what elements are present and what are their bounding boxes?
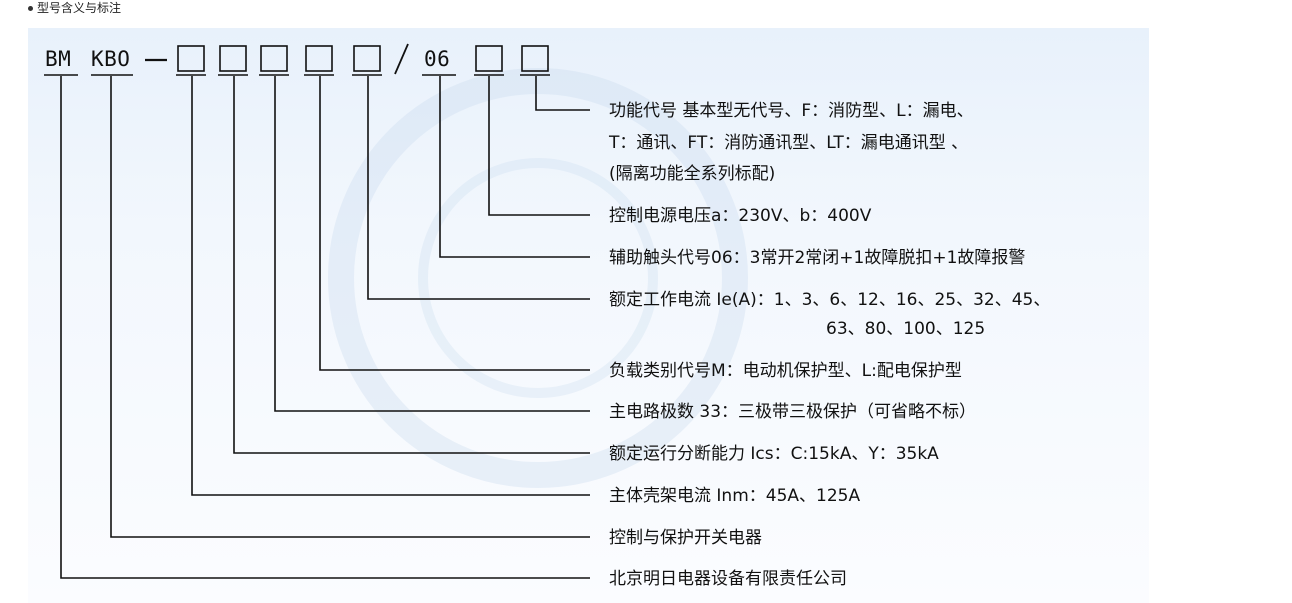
desc-load: 负载类别代号M：电动机保护型、L:配电保护型: [609, 361, 962, 381]
leader-frame: [191, 76, 590, 496]
desc-function-line3: (隔离功能全系列标配): [609, 164, 776, 184]
code-prefix-bm: BM: [45, 47, 72, 71]
watermark-ring-inner: [418, 158, 658, 398]
desc-device: 控制与保护开关电器: [609, 528, 762, 548]
leader-load: [319, 76, 590, 371]
bullet-icon: [28, 5, 33, 11]
leader-current: [367, 76, 590, 300]
code-prefix-kbo: KBO: [91, 47, 131, 71]
desc-poles: 主电路极数 33：三极带三极保护（可省略不标）: [609, 402, 977, 422]
section-title-text: 型号含义与标注: [37, 1, 122, 15]
desc-company: 北京明日电器设备有限责任公司: [609, 569, 847, 589]
desc-voltage: 控制电源电压a：230V、b：400V: [609, 206, 872, 226]
code-box-4: [305, 45, 333, 72]
leader-aux: [439, 76, 590, 258]
section-title: 型号含义与标注: [28, 0, 121, 16]
leader-function: [535, 76, 590, 111]
code-contacts: 06: [424, 47, 451, 71]
code-box-5: [353, 45, 381, 72]
code-box-7: [521, 45, 549, 72]
leader-device: [110, 76, 590, 538]
desc-function-line2: T：通讯、FT：消防通讯型、LT：漏电通讯型 、: [609, 133, 969, 153]
desc-current-line1: 额定工作电流 Ie(A)：1、3、6、12、16、25、32、45、: [609, 290, 1051, 310]
desc-aux: 辅助触头代号06：3常开2常闭+1故障脱扣+1故障报警: [609, 248, 1026, 268]
slash-mark: [394, 43, 409, 75]
desc-breaking: 额定运行分断能力 Ics：C:15kA、Y：35kA: [609, 444, 939, 464]
code-box-6: [475, 45, 503, 72]
desc-function-line1: 功能代号 基本型无代号、F：消防型、L：漏电、: [609, 101, 974, 121]
leader-voltage: [488, 76, 590, 216]
code-box-1: [177, 45, 205, 72]
leader-company: [60, 76, 590, 579]
code-box-2: [219, 45, 247, 72]
leader-poles: [274, 76, 590, 412]
leader-breaking: [233, 76, 590, 454]
desc-frame: 主体壳架电流 Inm：45A、125A: [609, 486, 861, 506]
code-box-3: [260, 45, 288, 72]
diagram-panel: [28, 28, 1149, 603]
desc-current-line2: 63、80、100、125: [826, 319, 986, 339]
